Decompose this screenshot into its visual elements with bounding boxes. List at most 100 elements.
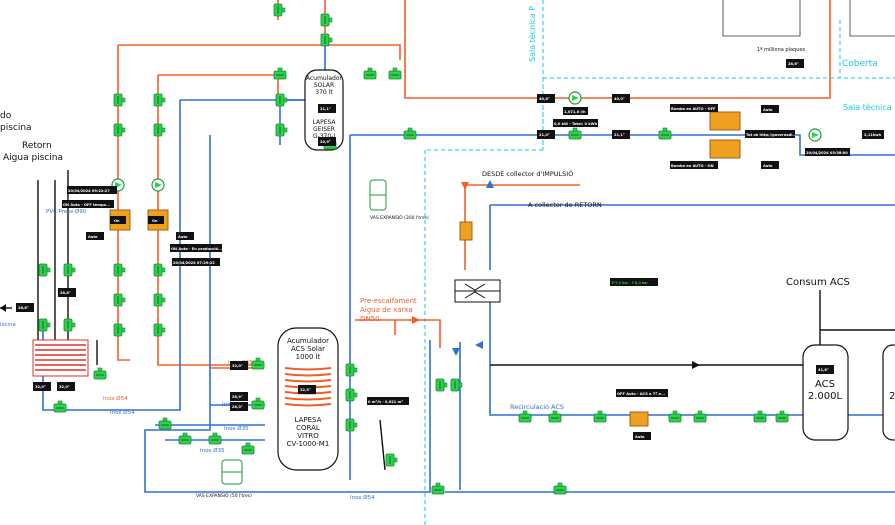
tag-bomba-b: Bomba en AUTO - ON (670, 161, 718, 169)
tag-bomba-a: Bomba en AUTO - OFF (670, 104, 718, 112)
inox-a: Inox Ø54 (103, 395, 128, 402)
tag-text: 32,0° (59, 385, 70, 389)
tag-text: 20/04/2024 09:22:27 (68, 189, 110, 193)
tag-text: 21,1° (614, 133, 625, 137)
tag-acum1: 32,0° (230, 361, 248, 370)
tag-solar-temp: 21,1° (318, 104, 336, 113)
tag-text: 32,5° (300, 388, 311, 392)
tag-text: 21,0° (539, 133, 550, 137)
acs-l2: 2.000L (808, 391, 843, 402)
pvc-label: PVC Press Ø90 (46, 208, 87, 215)
acum-l4: LAPESA (295, 416, 322, 424)
tag-text: 28,8° (60, 291, 71, 295)
tag-power: 0,0 kW - Total: 0 kWh (553, 119, 598, 127)
tag-solar-temp2: 20,9° (318, 137, 336, 146)
tag-text: 0 m³/h - 0,021 m³ (368, 400, 403, 404)
vas-expansio-bottom: VAS EXPANSIÓ (50 l'tres) (196, 459, 252, 499)
acs-partial: 2 (889, 391, 895, 402)
tag-on-a: On (110, 216, 126, 224)
tag-text: 0,0 kW - Total: 0 kWh (554, 122, 598, 126)
pre-l3: DN50 (360, 315, 380, 323)
tag-auto-a: Auto (761, 105, 779, 113)
acum-l1: Acumulador (287, 337, 329, 345)
tag-acum3: 28,0° (230, 402, 248, 411)
left-bottom-label: iscina (0, 322, 16, 328)
tag-top-b: 40,0° (612, 94, 630, 103)
hot-pipes (117, 0, 831, 369)
pre-l1: Pre-escalfament (360, 297, 417, 305)
tag-text: 1,071,0 l/h (564, 110, 586, 114)
tag-text: 28,8° (18, 306, 29, 310)
sala-tecnica-right: Sala tècnica (843, 102, 892, 112)
acs-l1: ACS (815, 379, 835, 390)
tag-auto-b: Auto (761, 161, 779, 169)
coberta-label: Coberta (842, 59, 878, 69)
tag-auto-e: Auto (633, 432, 651, 440)
mixing-manifold (454, 279, 501, 303)
tag-text: 40,8° (539, 97, 550, 101)
acum-l7: CV-1000-M1 (287, 440, 330, 448)
tag-top-right: 28,6° (786, 59, 804, 68)
a-collector-label: A collector de RETORN (528, 201, 602, 209)
tag-text: 40,0° (614, 97, 625, 101)
tag-status: Tot ok http://governadi... (745, 130, 797, 138)
flow-arrows (0, 180, 700, 369)
tag-text: 41,8° (818, 368, 829, 372)
tag-text: 21,1° (320, 107, 331, 111)
tag-onauto: ON Auto - OFF tempo... (62, 200, 114, 208)
acum-l2: ACS Solar (291, 345, 325, 353)
black-pipes (0, 170, 895, 471)
tank-solar-l2: SOLAR (314, 82, 334, 89)
tag-text: ON Auto - OFF tempo... (63, 203, 110, 207)
recirculacio-label: Recirculació ACS (510, 403, 564, 411)
vas-top-label: VAS EXPANSIÓ (300 l'tres) (370, 214, 429, 221)
inox-b: Inox Ø54 (110, 409, 135, 416)
tag-auto-d: Auto (176, 232, 194, 240)
vas-bottom-label: VAS EXPANSIÓ (50 l'tres) (196, 492, 252, 499)
tag-hx2: 32,0° (57, 382, 75, 391)
tag-text: Auto (763, 164, 773, 168)
tag-text: Auto (88, 235, 98, 239)
heat-exchanger (32, 339, 89, 377)
tag-text: 20/04/2024 03:58:00 (806, 151, 848, 155)
tag-text: 32,0° (35, 385, 46, 389)
tag-date-l1: 20/04/2024 09:22:27 (67, 186, 117, 194)
tank-solar-l3: 370 lt (315, 89, 333, 96)
sala-tecnica-top: Sala tècnica P (527, 6, 537, 62)
pre-l2: Aigua de xarxa (360, 306, 413, 314)
tag-hx1: 32,0° (33, 382, 51, 391)
inox-d: Inox Ø35 (224, 425, 249, 432)
tank-solar-l6: G-370-I (313, 133, 335, 140)
tank-solar-l4: LAPESA (312, 119, 336, 126)
tag-off: OFF Auto - ACS a 7ª e... (616, 389, 668, 397)
tag-date-l2: 20/04/2024 07:29:22 (172, 258, 220, 266)
inox-f: Inox Ø54 (350, 494, 375, 501)
tag-text: 20/04/2024 07:29:22 (173, 261, 215, 265)
tag-top-a: 40,8° (537, 94, 555, 103)
consum-label: Consum ACS (786, 277, 850, 288)
tag-text: 28,0° (232, 405, 243, 409)
tag-text: Bomba en AUTO - ON (671, 164, 714, 168)
value-tags: 21,1° 20,9° 40,8° 40,0° 1,071,0 l/h 0,0 … (16, 59, 884, 440)
tag-text: 2,11kwh (864, 133, 882, 137)
roof-outlines (722, 0, 895, 37)
acum-l3: 1000 lt (296, 353, 321, 361)
tag-flow2: 0 m³/h - 0,021 m³ (367, 397, 409, 405)
desde-label: DESDE collector d'IMPULSIÓ (482, 169, 573, 178)
acum-l5: CORAL (296, 424, 320, 432)
inox-e: Inox Ø35 (200, 447, 225, 454)
tag-left1: 28,8° (16, 303, 34, 312)
tag-acum4: 28,9° (230, 392, 248, 401)
milliona-label: 1ª milliona plaques (757, 47, 805, 53)
left-label-3: Retorn (22, 141, 52, 151)
tag-date-r: 20/04/2024 03:58:00 (805, 148, 850, 156)
tag-text: OFF Auto - ACS a 7ª e... (617, 392, 665, 396)
tag-left2: 28,8° (58, 288, 76, 297)
tag-text: On (114, 219, 120, 223)
tag-text: Auto (178, 235, 188, 239)
tag-onauto2: ON Auto - En producció... (170, 244, 222, 252)
tag-acum2: 32,5° (298, 385, 316, 394)
tag-acs-temp: 41,8° (816, 365, 834, 374)
tag-right-temp: 2,11kwh (862, 130, 884, 139)
